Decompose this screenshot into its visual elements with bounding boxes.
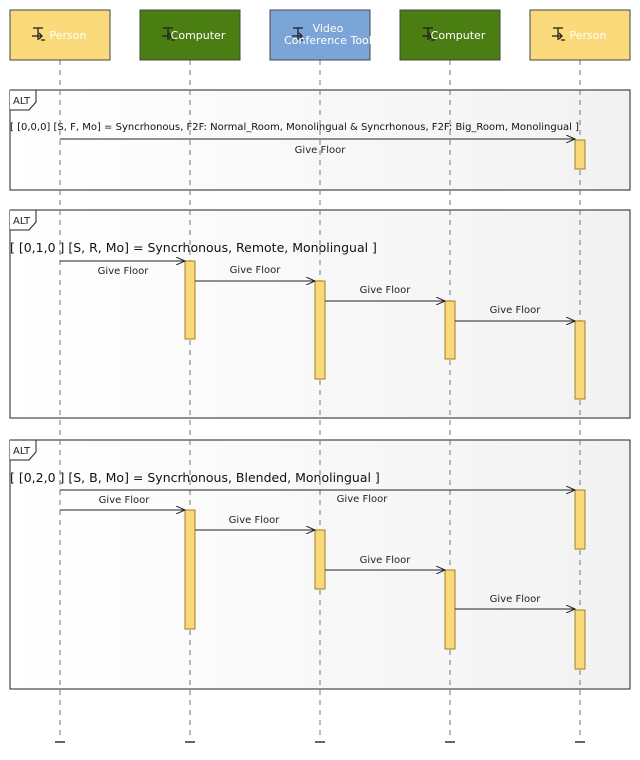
activation-bar [444,569,456,650]
message-arrow: Give Floor [455,594,575,609]
participant-c2: Computer [399,9,501,61]
participant-box [269,9,371,61]
message-arrow: Give Floor [325,285,445,301]
message-label: Give Floor [490,305,542,316]
message-arrow: Give Floor [195,515,315,530]
participant-label: Computer [431,29,486,42]
alt-tag-box [10,89,37,111]
alt-condition: [ [0,0,0] [S, F, Mo] = Syncrhonous, F2F:… [10,122,579,133]
participant-box [139,9,241,61]
alt-tag-label: ALT [13,96,31,107]
message-arrow: Give Floor [60,139,575,156]
alt-tag-label: ALT [13,216,31,227]
message-label: Give Floor [360,555,412,566]
alt-tag-box [10,209,37,231]
message-label: Give Floor [360,285,412,296]
activation-bar [574,489,586,550]
participant-label: Conference Tool [284,34,372,47]
message-arrow: Give Floor [455,305,575,321]
message-arrow: Give Floor [195,265,315,281]
participant-box [399,9,501,61]
message-arrow: Give Floor [60,261,185,277]
activation-bar [184,260,196,340]
participant-p2: Person [529,9,631,61]
alt-condition: [ [0,1,0 ] [S, R, Mo] = Syncrhonous, Rem… [10,240,377,255]
message-label: Give Floor [99,495,151,506]
participant-box [529,9,631,61]
participant-c1: Computer [139,9,241,61]
participant-icon [32,27,45,41]
message-arrow: Give Floor [325,555,445,570]
message-arrow: Give Floor [60,495,185,510]
message-label: Give Floor [230,265,282,276]
activation-bar [574,139,586,170]
activation-bar [184,509,196,630]
participant-label: Person [570,29,607,42]
message-label: Give Floor [295,145,347,156]
message-label: Give Floor [337,494,389,505]
message-label: Give Floor [490,594,542,605]
activation-bar [314,280,326,380]
participant-icon [292,27,305,41]
activation-bar [314,529,326,590]
participant-box [9,9,111,61]
message-arrow: Give Floor [60,490,575,505]
participant-label: Computer [171,29,226,42]
alt-condition: [ [0,2,0 ] [S, B, Mo] = Syncrhonous, Ble… [10,470,380,485]
participant-label: Video [313,22,344,35]
participant-icon [162,27,175,41]
message-label: Give Floor [229,515,281,526]
alt-tag-label: ALT [13,446,31,457]
participant-icon [422,27,435,41]
message-label: Give Floor [98,266,150,277]
participant-p1: Person [9,9,111,61]
activation-bar [444,300,456,360]
activation-bar [574,609,586,670]
participant-icon [552,27,565,41]
participant-label: Person [50,29,87,42]
activation-bar [574,320,586,400]
alt-tag-box [10,439,37,461]
